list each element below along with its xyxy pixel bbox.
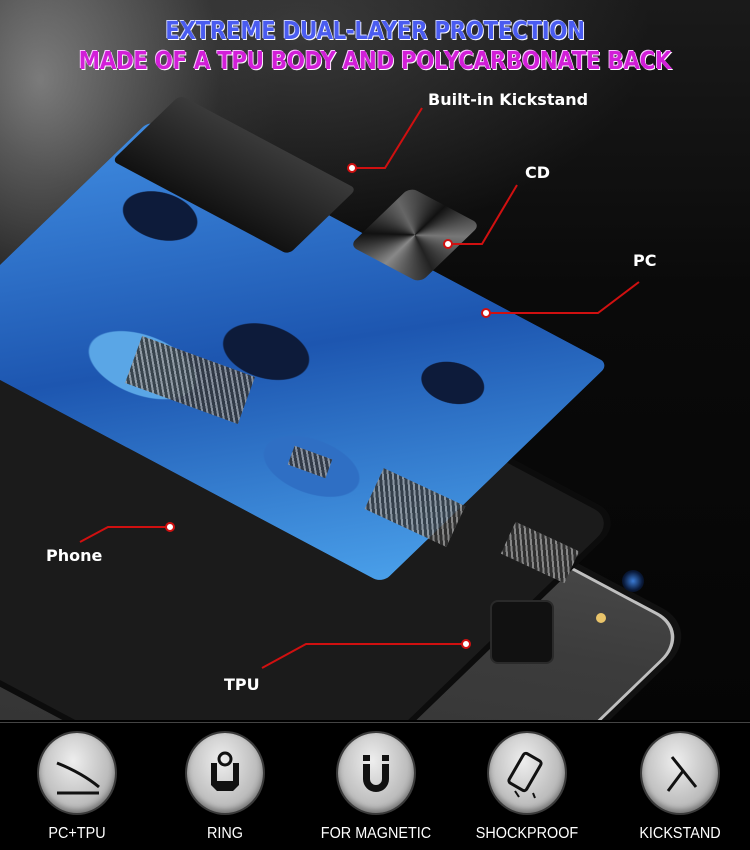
camera-lens — [622, 570, 644, 592]
feature-ring: RING — [160, 733, 290, 843]
callout-tpu: TPU — [224, 675, 260, 694]
feature-magnetic: FOR MAGNETIC — [311, 733, 441, 843]
headline-line2: MADE OF A TPU BODY AND POLYCARBONATE BAC… — [78, 46, 672, 75]
feature-label: RING — [207, 825, 243, 842]
feature-bar: PC+TPU RING FOR MAGNETIC SHOCKPROOF KICK… — [0, 723, 750, 850]
product-illustration: EXTREME DUAL-LAYER PROTECTION MADE OF A … — [0, 0, 750, 720]
flash — [596, 613, 606, 623]
callout-kickstand: Built-in Kickstand — [428, 90, 589, 109]
ring-icon — [187, 733, 263, 813]
magnet-icon — [338, 733, 414, 813]
callout-cd: CD — [525, 163, 551, 182]
feature-pc-tpu: PC+TPU — [12, 733, 142, 843]
kickstand-icon — [642, 733, 718, 813]
divider — [0, 722, 750, 723]
case-corner-bumper — [490, 600, 554, 664]
pc-tpu-icon — [39, 733, 115, 813]
feature-label: PC+TPU — [48, 825, 106, 842]
feature-kickstand: KICKSTAND — [615, 733, 745, 843]
feature-shockproof: SHOCKPROOF — [462, 733, 592, 843]
shockproof-icon — [489, 733, 565, 813]
feature-label: FOR MAGNETIC — [320, 825, 432, 842]
headline-line1: EXTREME DUAL-LAYER PROTECTION — [165, 16, 585, 45]
callout-pc: PC — [633, 251, 657, 270]
feature-label: SHOCKPROOF — [475, 825, 579, 842]
callout-lines — [79, 107, 640, 669]
callout-phone: Phone — [46, 546, 103, 565]
feature-label: KICKSTAND — [639, 825, 721, 842]
